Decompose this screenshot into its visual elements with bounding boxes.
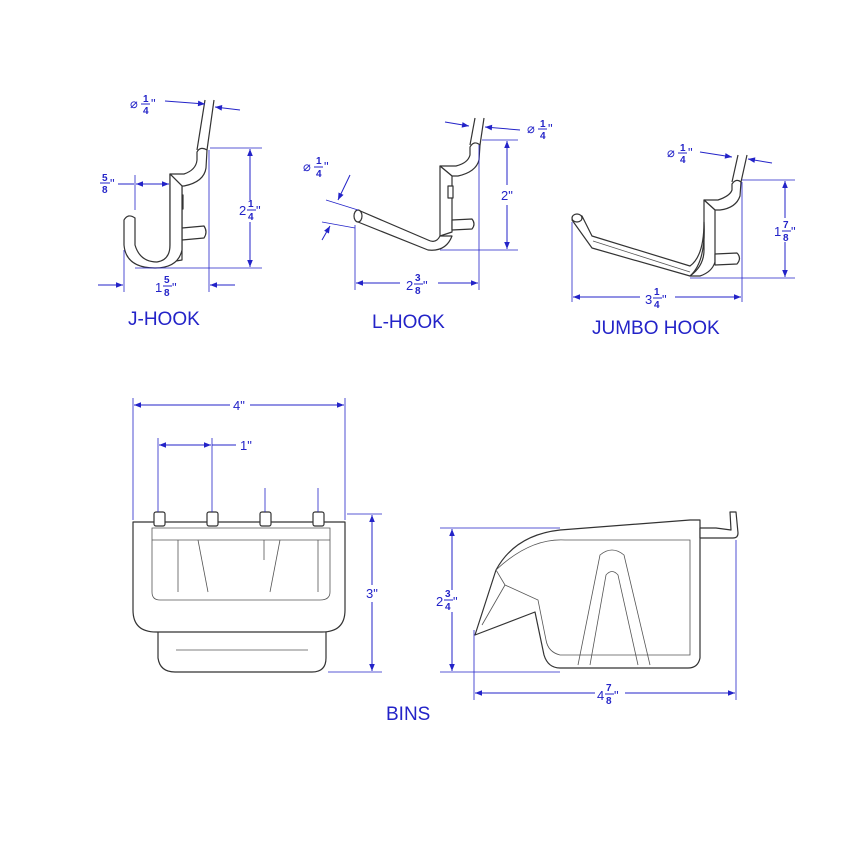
l-hook-arm-diameter-symbol: ⌀ [303,159,311,174]
jumbo-hook-diameter-symbol: ⌀ [667,145,675,160]
l-hook-top-diameter-den: 4 [540,131,546,142]
l-hook-arm-diameter-unit: " [324,159,329,174]
jumbo-hook-length-unit: " [662,292,667,307]
bin-front-dimensions: 4" 1" 3" [132,398,382,673]
jumbo-hook-diameter-den: 4 [680,155,686,166]
bin-depth-whole: 4 [597,688,604,703]
bin-side-dimensions: 2 3 4 " 4 7 8 " BINS [386,527,737,725]
bin-pegs [153,511,325,527]
l-hook-arm-diameter-num: 1 [316,156,322,167]
j-hook-diameter-num: 1 [143,94,149,105]
l-hook-dimensions: ⌀ 1 4 " ⌀ 1 4 " 2" 2 3 8 " L-HOOK [303,119,553,333]
bin-side-height-num: 3 [445,589,451,600]
j-hook-opening-unit: " [110,176,115,191]
bin-peg-spacing-label: 1" [240,438,252,453]
l-hook-length-num: 3 [415,273,421,284]
l-hook-length-whole: 2 [406,278,413,293]
l-hook-drawing [353,117,485,251]
l-hook-length-unit: " [423,278,428,293]
bin-front-height-label: 3" [366,586,378,601]
j-hook-drawing [123,99,215,269]
bin-side-height-unit: " [453,594,458,609]
j-hook-depth-num: 5 [164,275,170,286]
j-hook-title: J-HOOK [128,309,200,330]
bin-depth-unit: " [614,688,619,703]
j-hook-diameter-unit: " [151,96,156,111]
jumbo-hook-height-num: 7 [783,220,789,231]
l-hook-top-diameter-symbol: ⌀ [527,121,535,136]
j-hook-height-whole: 2 [239,203,246,218]
bin-depth-den: 8 [606,696,612,707]
bin-width-label: 4" [233,398,245,413]
jumbo-hook-height-unit: " [791,224,796,239]
bins-title: BINS [386,704,430,725]
l-hook-title: L-HOOK [372,312,445,333]
j-hook-opening-num: 5 [102,173,108,184]
bin-front-view [132,511,346,673]
jumbo-hook-title: JUMBO HOOK [592,318,720,339]
jumbo-hook-drawing [571,154,748,277]
jumbo-hook-dimensions: ⌀ 1 4 " 1 7 8 " 3 1 4 " JUMBO HOOK [571,143,796,339]
j-hook-dimensions: ⌀ 1 4 " 5 8 " 2 1 4 " 1 5 8 " J-HOOK [98,94,262,330]
l-hook-arm-diameter-den: 4 [316,169,322,180]
jumbo-hook-height-den: 8 [783,233,789,244]
jumbo-hook-length-den: 4 [654,300,660,311]
l-hook-height: 2" [501,188,513,203]
jumbo-hook-length-whole: 3 [645,292,652,307]
bin-side-height-whole: 2 [436,594,443,609]
j-hook-diameter-symbol: ⌀ [130,96,138,111]
l-hook-top-diameter-num: 1 [540,119,546,130]
bin-side-view [474,511,739,669]
jumbo-hook-length-num: 1 [654,287,660,298]
j-hook-depth-unit: " [172,280,177,295]
jumbo-hook-diameter-unit: " [688,145,693,160]
j-hook-depth-whole: 1 [155,280,162,295]
l-hook-top-diameter-unit: " [548,121,553,136]
jumbo-hook-diameter-num: 1 [680,143,686,154]
jumbo-hook-height-whole: 1 [774,224,781,239]
j-hook-height-unit: " [256,203,261,218]
j-hook-height-den: 4 [248,212,254,223]
j-hook-opening-den: 8 [102,185,108,196]
j-hook-depth-den: 8 [164,288,170,299]
j-hook-height-num: 1 [248,199,254,210]
bin-side-height-den: 4 [445,602,451,613]
j-hook-diameter-den: 4 [143,106,149,117]
bin-depth-num: 7 [606,683,612,694]
l-hook-length-den: 8 [415,286,421,297]
